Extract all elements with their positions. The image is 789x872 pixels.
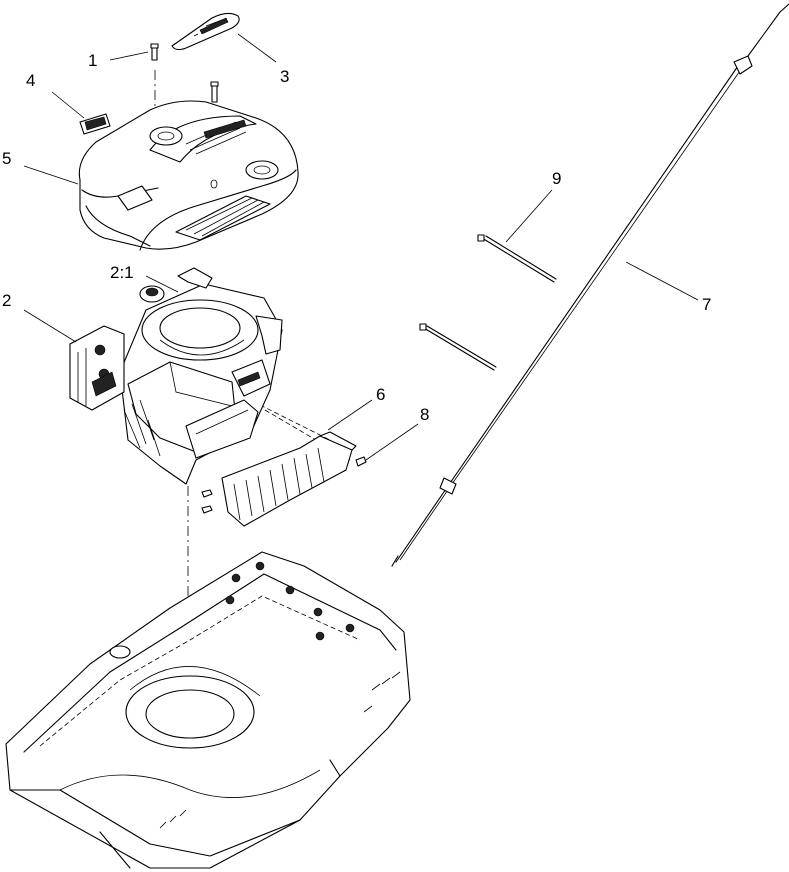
callout-2: 2 xyxy=(2,291,11,310)
callout-3: 3 xyxy=(280,67,289,86)
part-7-cable xyxy=(391,3,789,567)
part-9-cable-tie-lower xyxy=(419,323,497,371)
callout-8: 8 xyxy=(420,405,429,424)
callout-4: 4 xyxy=(26,71,35,90)
part-5-engine-cover xyxy=(78,100,299,251)
part-6-shield xyxy=(221,431,357,527)
part-3-decal xyxy=(171,12,240,51)
part-2-engine xyxy=(69,267,283,485)
part-9-cable-tie-upper xyxy=(477,234,557,283)
callout-7: 7 xyxy=(702,295,711,314)
callout-1: 1 xyxy=(88,51,97,70)
callout-6: 6 xyxy=(376,385,385,404)
callout-5: 5 xyxy=(2,149,11,168)
mower-deck xyxy=(5,551,411,869)
part-4-badge xyxy=(79,113,111,135)
part-1-screw xyxy=(150,43,159,61)
callout-2-1: 2:1 xyxy=(110,263,134,282)
engine-cover-screw xyxy=(210,81,219,103)
callout-9: 9 xyxy=(552,169,561,188)
leader-lines xyxy=(23,33,699,461)
part-8-screws xyxy=(201,456,367,514)
